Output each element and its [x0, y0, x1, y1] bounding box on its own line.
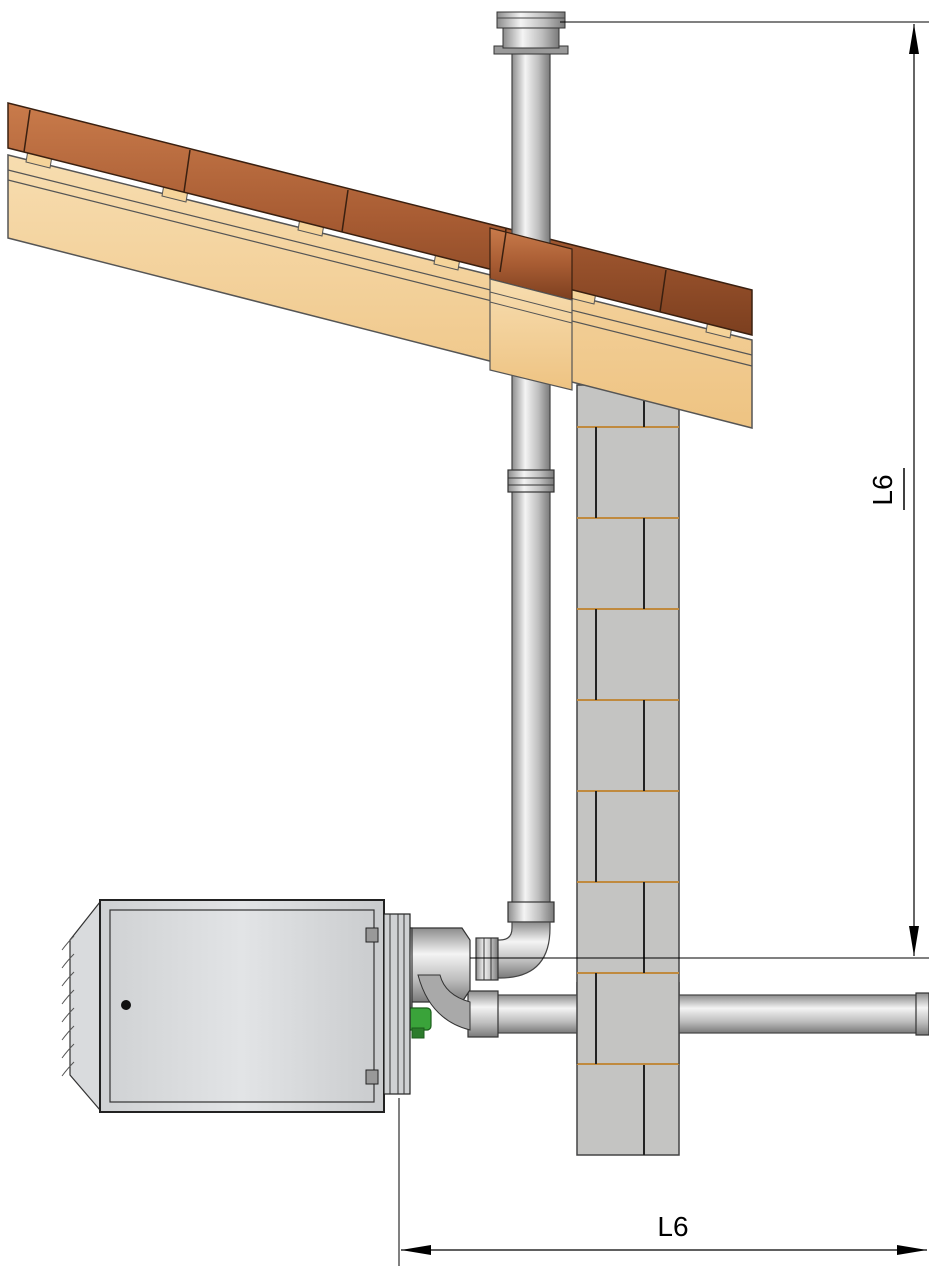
vertical-flue-pipe [507, 47, 555, 923]
horizontal-air-intake-pipe [467, 973, 929, 1065]
vertical-dimension: L6 [470, 21, 929, 959]
pitched-roof [7, 102, 753, 429]
flue-terminal-cap [493, 11, 569, 55]
vertical-dimension-label: L6 [867, 474, 898, 505]
handle-knob-icon [121, 1000, 131, 1010]
heater-unit [61, 899, 411, 1113]
roof-front-overlap [489, 227, 573, 391]
flue-elbow [475, 921, 551, 981]
horizontal-dimension-label: L6 [657, 1211, 688, 1242]
horizontal-dimension: L6 [398, 1098, 927, 1266]
